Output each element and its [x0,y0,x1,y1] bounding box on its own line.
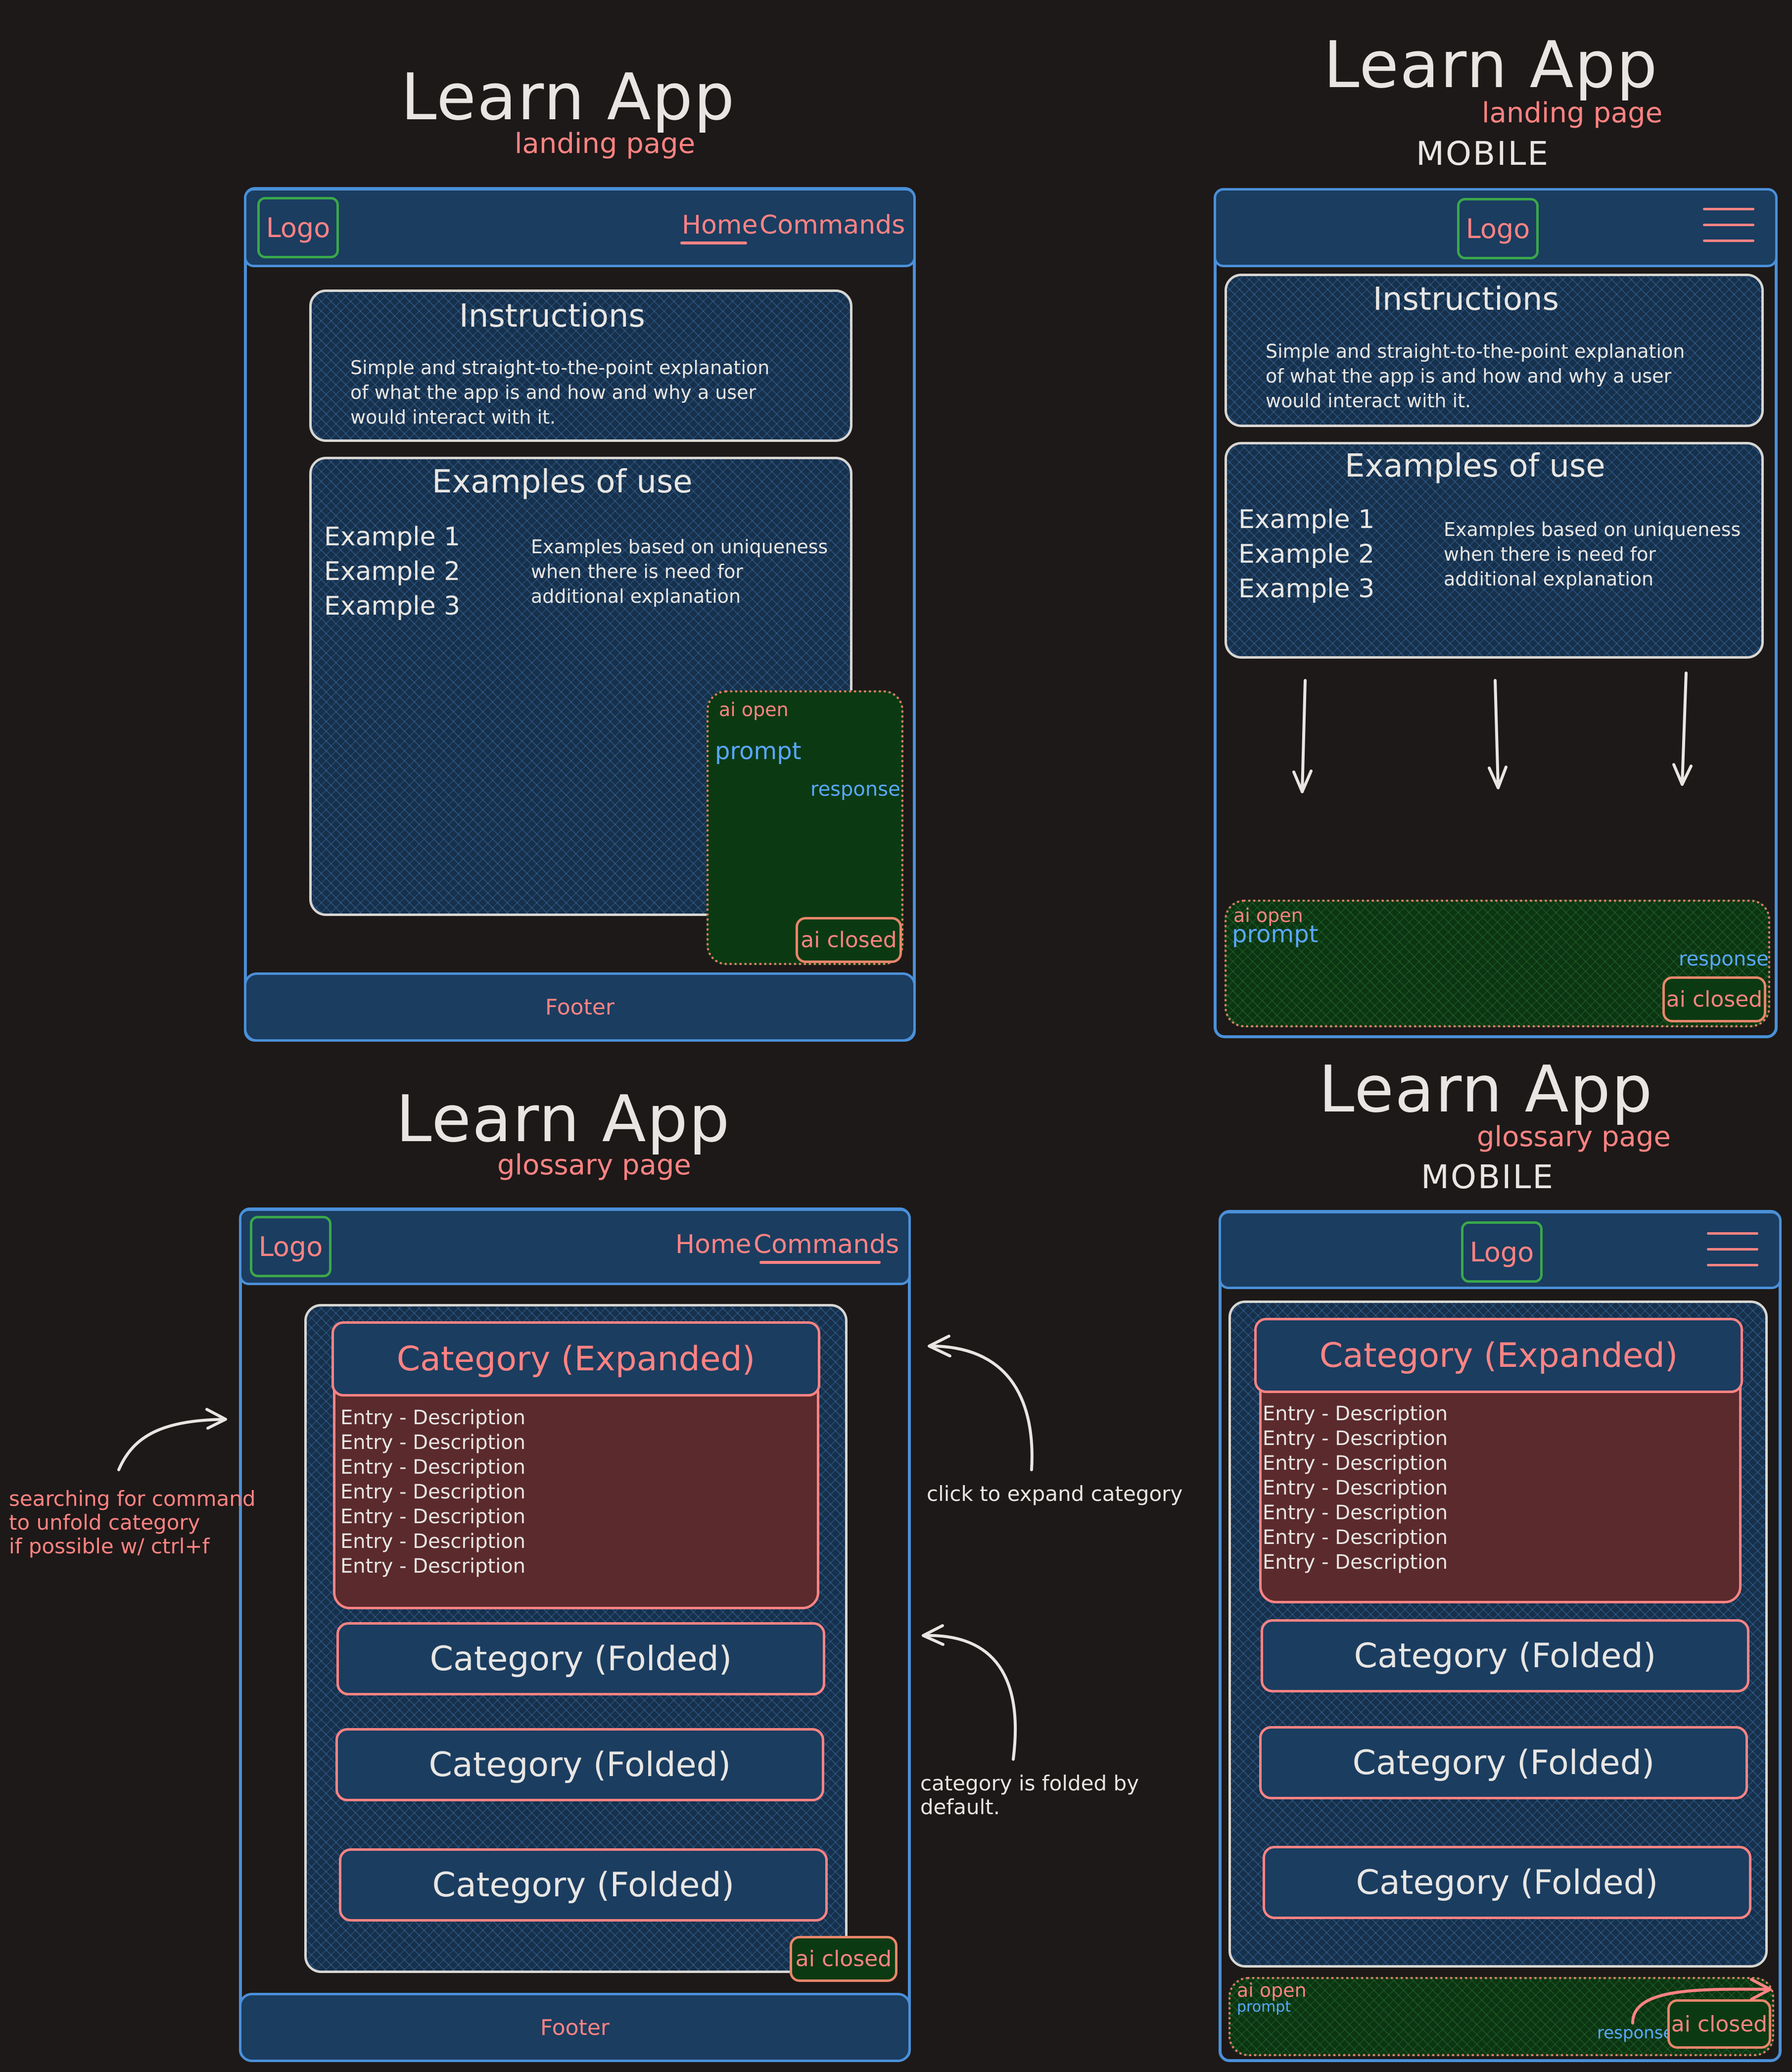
landing-desktop-navbar [244,188,916,267]
example-item[interactable]: Example 3 [324,591,461,621]
ai-toggle-arrow-icon [1631,1978,1772,2024]
nav-commands-link[interactable]: Commands [759,210,905,240]
down-arrow-icon [1672,672,1693,786]
glossary-desktop-subtitle: glossary page [497,1149,691,1181]
search-annotation: searching for command to unfold category… [9,1487,256,1558]
mobile-ai-open-label: ai open [1233,905,1303,926]
nav-home-link[interactable]: Home [675,1230,752,1259]
examples-card [309,457,852,916]
landing-mobile-title: Learn App [1323,27,1658,102]
mobile-category-expanded-header[interactable]: Category (Expanded) [1254,1318,1743,1393]
glossary-desktop-footer: Footer [239,1993,911,2062]
expand-annotation: click to expand category [927,1482,1183,1506]
mobile-category-folded-header[interactable]: Category (Folded) [1261,1619,1749,1692]
ai-response-text: response [810,778,900,801]
category-folded-header[interactable]: Category (Folded) [339,1848,828,1922]
hamburger-menu-icon[interactable] [1703,208,1754,242]
ai-prompt-input[interactable]: prompt [715,737,802,765]
mobile-examples-text: Examples based on uniqueness when there … [1444,519,1741,590]
instructions-text: Simple and straight-to-the-point explana… [350,357,770,428]
nav-home-active-underline [680,241,747,244]
landing-desktop-logo[interactable]: Logo [257,197,339,258]
down-arrow-icon [1292,679,1313,793]
hamburger-menu-icon[interactable] [1707,1232,1758,1267]
mobile-ai-response-text: response [1679,948,1769,970]
mobile-glossary-ai-response-text: response [1597,2023,1674,2043]
category-expanded-header[interactable]: Category (Expanded) [331,1321,820,1397]
landing-mobile-device-label: MOBILE [1416,135,1550,173]
mobile-ai-prompt-input[interactable]: prompt [1232,920,1319,948]
glossary-mobile-subtitle: glossary page [1477,1121,1671,1153]
glossary-desktop-title: Learn App [396,1081,731,1156]
glossary-mobile-logo[interactable]: Logo [1461,1221,1543,1283]
landing-desktop-subtitle: landing page [515,128,696,160]
nav-home-link[interactable]: Home [682,210,758,240]
ai-closed-button[interactable]: ai closed [796,917,902,963]
glossary-mobile-device-label: MOBILE [1421,1158,1555,1196]
category-expanded-body [333,1391,819,1609]
example-item[interactable]: Example 1 [324,522,461,552]
landing-desktop-title: Learn App [401,59,736,135]
mobile-glossary-ai-open-label: ai open [1237,1979,1307,2001]
mobile-example-item[interactable]: Example 2 [1238,539,1375,569]
mobile-ai-closed-button[interactable]: ai closed [1662,976,1766,1022]
mobile-example-item[interactable]: Example 1 [1238,505,1375,534]
category-entries-list: Entry - Description Entry - Description … [340,1406,526,1578]
mobile-instructions-heading: Instructions [1373,281,1559,318]
instructions-card [309,289,852,442]
glossary-mobile-title: Learn App [1319,1052,1653,1127]
landing-mobile-navbar [1214,188,1778,267]
category-folded-header[interactable]: Category (Folded) [336,1622,825,1695]
mobile-category-folded-header[interactable]: Category (Folded) [1263,1846,1751,1919]
instructions-heading: Instructions [459,298,645,335]
folded-annotation: category is folded by default. [920,1771,1139,1819]
mobile-glossary-ai-closed-button[interactable]: ai closed [1667,1999,1771,2049]
glossary-desktop-navbar [239,1208,911,1285]
landing-mobile-logo[interactable]: Logo [1457,198,1539,259]
down-arrow-icon [1488,679,1508,789]
ai-open-label: ai open [719,699,789,721]
example-item[interactable]: Example 2 [324,557,461,586]
mobile-example-item[interactable]: Example 3 [1238,574,1375,604]
folded-annotation-arrow-icon [922,1624,1017,1761]
mobile-category-folded-header[interactable]: Category (Folded) [1259,1726,1748,1799]
glossary-ai-closed-button[interactable]: ai closed [790,1936,897,1982]
mobile-category-entries-list: Entry - Description Entry - Description … [1263,1402,1448,1574]
nav-commands-link[interactable]: Commands [754,1230,899,1259]
glossary-mobile-navbar [1219,1211,1782,1289]
mobile-category-expanded-body [1259,1386,1742,1603]
landing-mobile-subtitle: landing page [1482,97,1663,129]
mobile-instructions-text: Simple and straight-to-the-point explana… [1266,340,1685,412]
nav-commands-active-underline [759,1261,881,1264]
examples-heading: Examples of use [432,464,693,500]
mobile-examples-heading: Examples of use [1345,448,1605,484]
mobile-glossary-ai-prompt-input[interactable]: prompt [1237,1998,1291,2016]
glossary-desktop-logo[interactable]: Logo [250,1216,331,1277]
expand-annotation-arrow-icon [928,1335,1034,1471]
search-annotation-arrow-icon [117,1408,227,1471]
mobile-instructions-card [1225,274,1764,427]
examples-text: Examples based on uniqueness when there … [531,536,828,607]
category-folded-header[interactable]: Category (Folded) [335,1728,824,1801]
mobile-examples-card [1225,442,1764,659]
landing-desktop-footer: Footer [244,972,916,1042]
